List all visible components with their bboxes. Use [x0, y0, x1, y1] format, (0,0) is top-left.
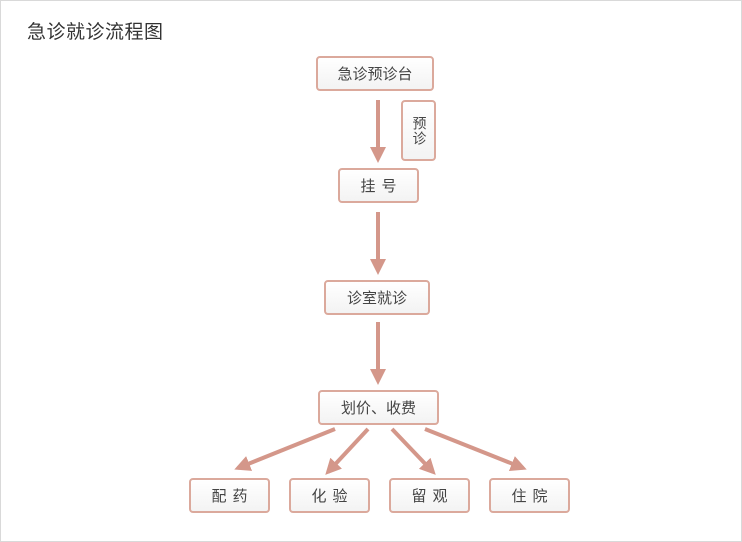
- node-hospitalization-label: 住院: [511, 487, 554, 505]
- arrow-payment-to-observation: [390, 427, 436, 475]
- node-pre-exam-note: 预诊: [401, 100, 436, 161]
- node-pre-exam-note-label: 预诊: [410, 115, 427, 146]
- arrow-payment-to-dispensing: [234, 427, 336, 471]
- diagram-title: 急诊就诊流程图: [27, 21, 164, 43]
- node-triage-desk-label: 急诊预诊台: [337, 65, 413, 83]
- node-triage-desk: 急诊预诊台: [316, 56, 434, 91]
- node-lab-test: 化验: [289, 478, 370, 513]
- node-lab-test-label: 化验: [311, 487, 354, 505]
- node-observation-label: 留观: [411, 487, 454, 505]
- arrow-payment-to-hospitalization: [424, 427, 527, 471]
- node-registration-label: 挂号: [360, 177, 403, 195]
- node-consultation: 诊室就诊: [324, 280, 430, 315]
- node-pricing-payment-label: 划价、收费: [340, 399, 416, 417]
- node-dispensing-label: 配药: [211, 487, 254, 505]
- arrow-payment-to-lab-test: [325, 427, 370, 475]
- node-dispensing: 配药: [189, 478, 270, 513]
- node-registration: 挂号: [338, 168, 419, 203]
- node-consultation-label: 诊室就诊: [346, 289, 407, 307]
- node-hospitalization: 住院: [489, 478, 570, 513]
- node-pricing-payment: 划价、收费: [318, 390, 439, 425]
- node-observation: 留观: [389, 478, 470, 513]
